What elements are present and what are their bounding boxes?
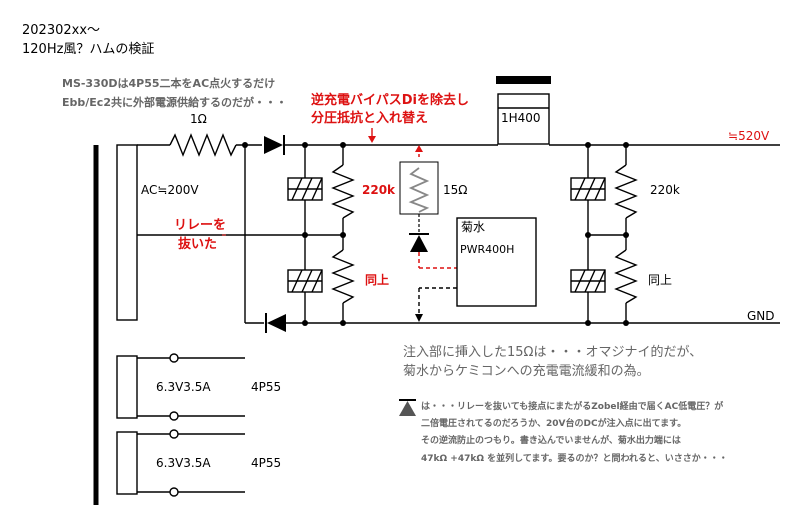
label-b-plus: ≒520V bbox=[728, 129, 770, 143]
annotation-arrow bbox=[368, 128, 376, 143]
label-r-inject: 15Ω bbox=[443, 183, 468, 197]
note-gray-1: MS-330Dは4P55二本をAC点火するだけ bbox=[62, 77, 276, 90]
note-small-4: 47kΩ +47kΩ を並列してます。要るのか？と問われると、いささか・・・ bbox=[421, 454, 728, 464]
label-heater1-voltage: 6.3V3.5A bbox=[156, 380, 211, 394]
note-small-1: は・・・リレーを抜いても接点にまたがるZobel経由で届くAC低電圧？が bbox=[421, 402, 724, 412]
capacitor-left-lower bbox=[287, 269, 323, 323]
label-ac-in: AC≒200V bbox=[141, 183, 199, 197]
heater-winding-1 bbox=[116, 353, 245, 421]
label-heater2-voltage: 6.3V3.5A bbox=[156, 456, 211, 470]
note-red-2: 分圧抵抗と入れ替え bbox=[311, 111, 429, 126]
label-bleeder-left-lower: 同上 bbox=[365, 273, 390, 287]
note-gray-2: Ebb/Ec2共に外部電源供給するのだが・・・ bbox=[62, 96, 287, 109]
capacitor-right-lower bbox=[570, 269, 606, 323]
label-supply-brand: 菊水 bbox=[461, 220, 486, 234]
note-small-3: その逆流防止のつもり。書き込んでいませんが、菊水出力端には bbox=[421, 436, 681, 446]
bleeder-resistor-right bbox=[588, 145, 638, 323]
label-bleeder-right: 220k bbox=[650, 183, 680, 197]
label-heater1-tube: 4P55 bbox=[251, 380, 282, 394]
blocking-diode bbox=[409, 233, 457, 269]
injection-resistor-15ohm bbox=[399, 161, 439, 215]
power-transformer-secondary bbox=[93, 144, 138, 505]
label-r-input: 1Ω bbox=[190, 112, 207, 126]
rectifier-diode-top bbox=[264, 135, 305, 155]
kikusui-supply-box bbox=[456, 217, 537, 307]
note-small-2: 二倍電圧されてるのだろうか、20V台のDCが注入点に出てます。 bbox=[421, 419, 687, 429]
rectifier-diode-bottom bbox=[245, 313, 305, 333]
label-heater2-tube: 4P55 bbox=[251, 456, 282, 470]
header-date: 202302xx～ bbox=[22, 23, 101, 38]
note-relay-1: リレーを bbox=[174, 218, 227, 233]
label-bleeder-left: 220k bbox=[362, 183, 396, 197]
capacitor-right-upper bbox=[570, 145, 606, 270]
bleeder-resistor-left bbox=[305, 145, 355, 323]
note-inject-2: 菊水からケミコンへの充電電流緩和の為。 bbox=[403, 364, 650, 379]
label-choke: 1H400 bbox=[501, 111, 541, 125]
legend-diode-icon bbox=[399, 399, 416, 416]
note-inject-1: 注入部に挿入した15Ωは・・・オマジナイ的だが、 bbox=[403, 345, 703, 360]
note-relay-2: 抜いた bbox=[178, 237, 218, 252]
note-red-1: 逆充電バイパスDiを除去し bbox=[311, 93, 469, 108]
label-gnd: GND bbox=[747, 309, 775, 323]
label-bleeder-right-lower: 同上 bbox=[648, 273, 673, 287]
page-title: 120Hz風？ハムの検証 bbox=[22, 42, 155, 57]
capacitor-left-upper bbox=[287, 145, 323, 270]
label-supply-model: PWR400H bbox=[460, 243, 515, 256]
heater-winding-2 bbox=[116, 429, 245, 497]
input-resistor-1ohm bbox=[137, 133, 262, 157]
choke-1H400 bbox=[496, 76, 551, 145]
